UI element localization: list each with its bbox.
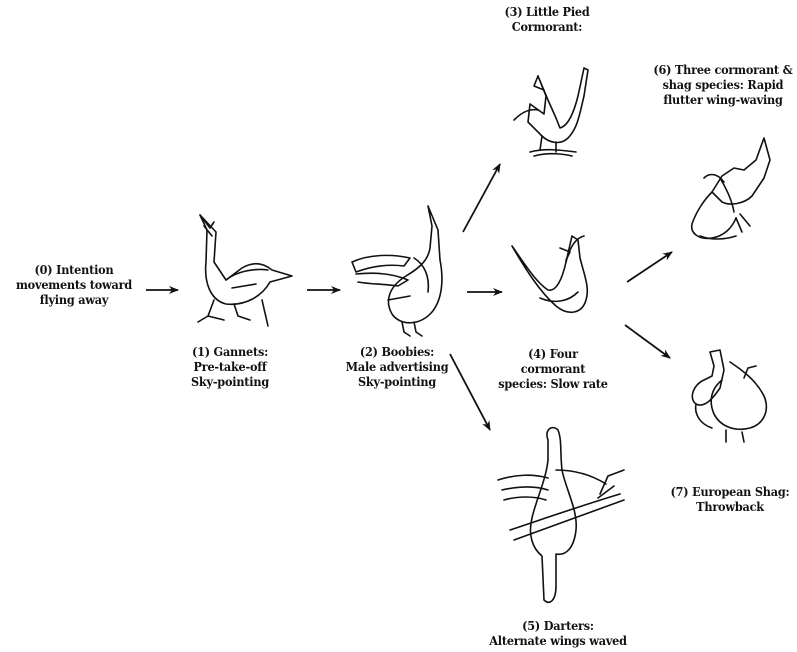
booby-sky-pointing-drawing xyxy=(352,206,442,336)
cormorant-rapid-flutter-drawing xyxy=(692,138,770,239)
gannet-sky-pointing-drawing xyxy=(198,215,292,326)
european-shag-throwback-drawing xyxy=(692,350,766,442)
cormorant-slow-wing-drawing xyxy=(512,236,587,312)
little-pied-cormorant-drawing xyxy=(514,68,588,156)
arrow-four-to-three-cormorant xyxy=(627,252,672,282)
arrow-four-to-european-shag xyxy=(625,325,670,358)
arrows xyxy=(146,164,672,430)
arrow-boobies-to-darters xyxy=(450,354,490,430)
darter-wing-waving-drawing xyxy=(498,428,624,603)
arrow-boobies-to-little-pied xyxy=(463,164,500,232)
